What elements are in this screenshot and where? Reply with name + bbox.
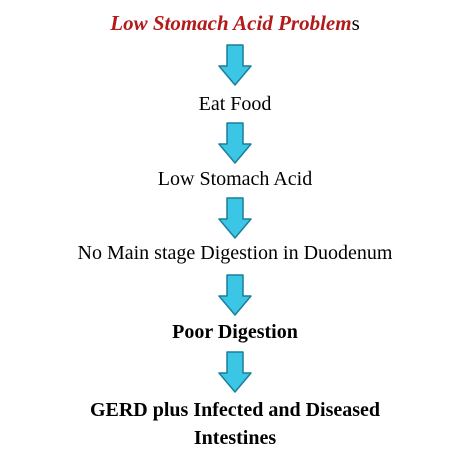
down-arrow-icon — [218, 274, 252, 316]
down-arrow-icon — [218, 351, 252, 393]
down-arrow-icon — [218, 44, 252, 86]
step-poor-digestion: Poor Digestion — [172, 321, 298, 343]
step-no-main-stage-digestion: No Main stage Digestion in Duodenum — [77, 242, 393, 264]
step-gerd-infected-intestines: GERD plus Infected and Diseased Intestin… — [89, 399, 381, 449]
down-arrow-icon — [218, 197, 252, 239]
diagram-title: Low Stomach Acid Problems — [0, 10, 470, 36]
step-low-stomach-acid: Low Stomach Acid — [157, 168, 313, 190]
title-main: Low Stomach Acid Problem — [110, 11, 352, 35]
down-arrow-icon — [218, 122, 252, 164]
step-eat-food: Eat Food — [198, 93, 272, 115]
title-suffix: s — [351, 11, 360, 35]
